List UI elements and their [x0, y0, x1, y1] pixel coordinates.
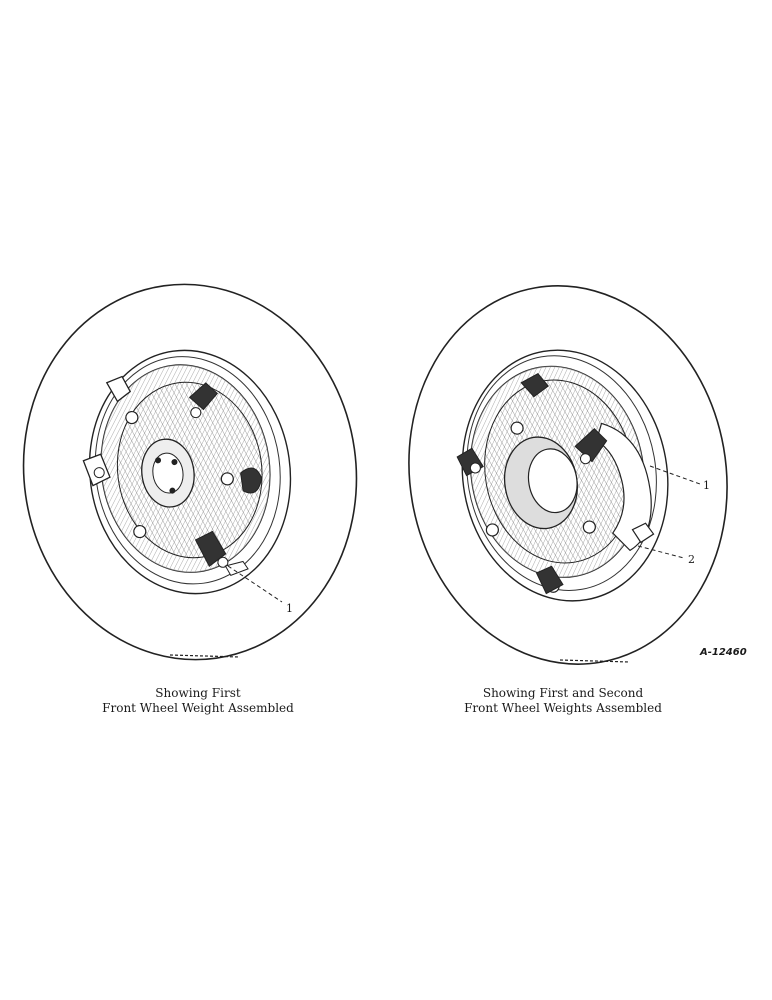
right-hub: [527, 448, 578, 514]
right-callout-leader-2: [637, 545, 685, 559]
right-callout-2: 2: [688, 553, 695, 566]
right-second-weight: [595, 422, 652, 552]
left-bolt-hole: [220, 472, 234, 486]
figure-number: A-12460: [699, 647, 747, 658]
left-callout-leader: [227, 565, 283, 603]
right-callout-1: 1: [703, 479, 710, 492]
left-callout-1: 1: [286, 602, 293, 615]
left-caption-line-1: Showing First: [155, 686, 241, 700]
right-clamp: [520, 373, 549, 398]
right-bolt-hole: [510, 421, 524, 435]
left-clamp: [194, 530, 227, 567]
right-caption: Showing First and Second Front Wheel Wei…: [433, 686, 693, 716]
right-caption-line-2: Front Wheel Weights Assembled: [464, 701, 662, 715]
left-bolt-hole: [125, 410, 139, 425]
right-wheel: [408, 285, 728, 665]
right-clamp: [535, 565, 564, 595]
right-callout-leader-1: [649, 465, 701, 485]
left-clamp: [105, 375, 132, 403]
right-bolt-hole: [485, 523, 499, 537]
left-clamp: [188, 382, 219, 411]
left-caption-line-2: Front Wheel Weight Assembled: [102, 701, 294, 715]
right-caption-line-1: Showing First and Second: [482, 686, 644, 700]
left-caption: Showing First Front Wheel Weight Assembl…: [68, 686, 328, 716]
right-rim-inner: [466, 355, 657, 591]
right-bolt-hole: [582, 520, 596, 534]
left-bolt-hole: [133, 524, 147, 539]
left-wheel: [22, 283, 358, 661]
